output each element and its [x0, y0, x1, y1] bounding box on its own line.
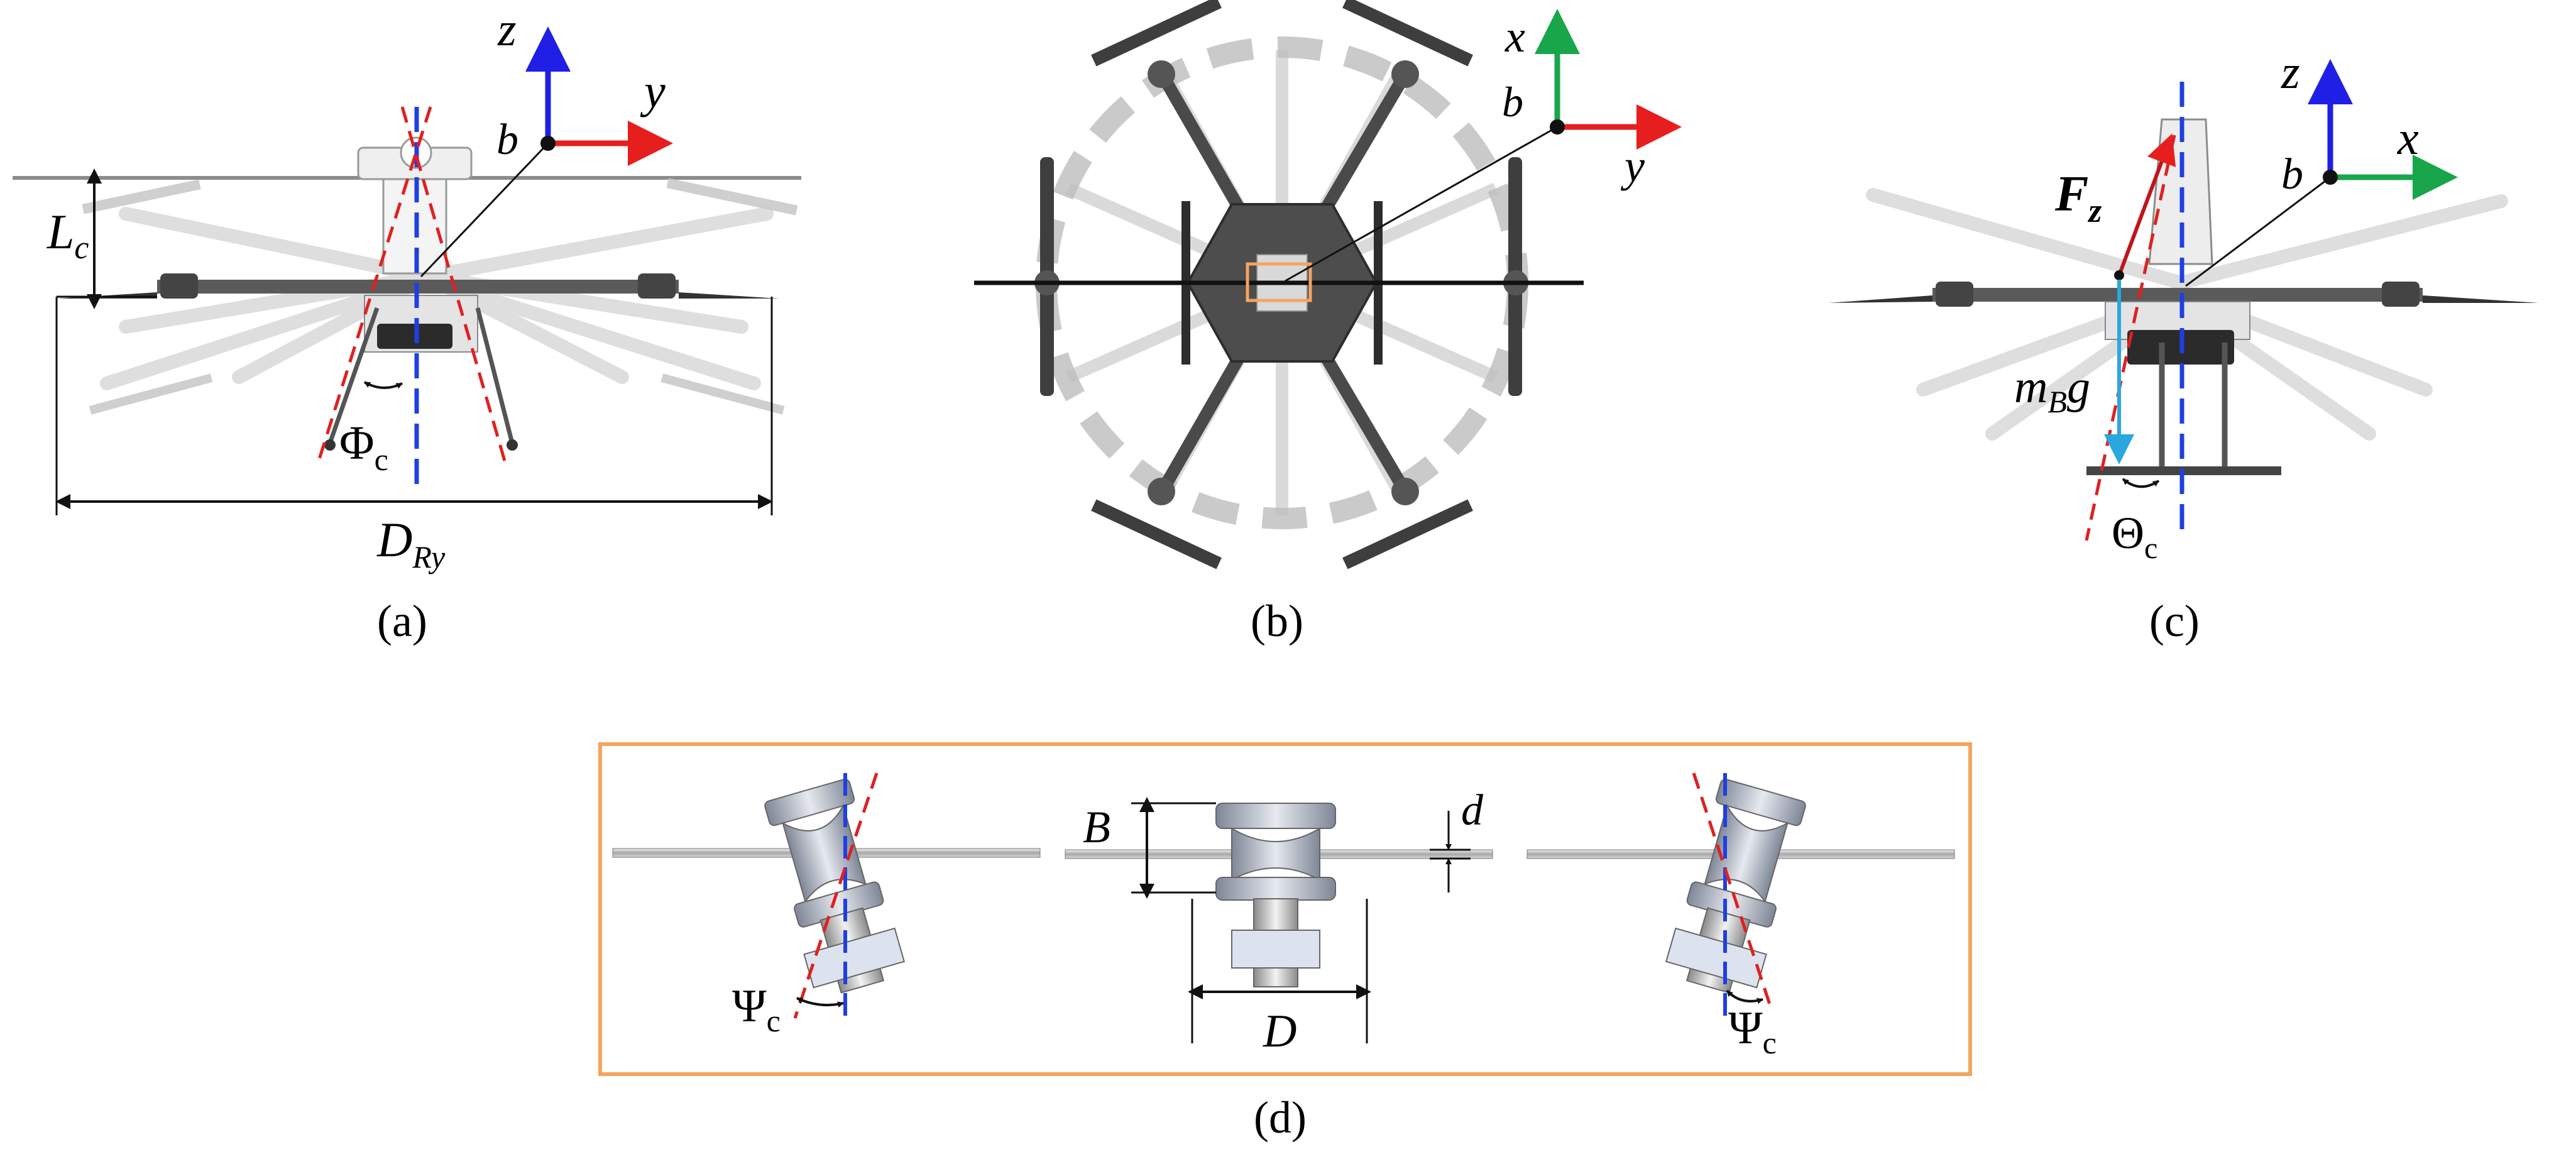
legs-c	[2159, 343, 2228, 471]
phi-label: Φc	[339, 417, 388, 477]
weight-label: mBg	[2014, 361, 2090, 419]
phi-angle-arc	[364, 381, 403, 390]
origin-leader-line-b	[1285, 126, 1558, 282]
gimbal-joint-right-icon	[1526, 772, 1955, 1018]
gimbal-joint-center-icon	[1065, 803, 1493, 987]
fz-force-arrow	[2117, 133, 2176, 277]
tilt-line-red-left	[315, 106, 432, 466]
z-axis-label: z	[497, 3, 517, 56]
caption-a: (a)	[377, 596, 427, 646]
motor-right	[638, 273, 676, 299]
origin-label-c: b	[2281, 150, 2303, 199]
fz-label: Fz	[2054, 167, 2102, 229]
caption-d: (d)	[1254, 1092, 1307, 1143]
propellers	[57, 292, 779, 299]
bigd-label: D	[1263, 1006, 1296, 1057]
panel-b: x y b (b)	[974, 0, 1682, 646]
caption-c: (c)	[2149, 596, 2200, 646]
origin-label-b: b	[1502, 78, 1523, 126]
panel-c: Fz mBg Θc z x b (c)	[1829, 46, 2539, 646]
origin-label: b	[496, 116, 518, 164]
main-arm-c	[1932, 288, 2423, 302]
psi-right-arc	[1726, 989, 1763, 1004]
panel-d: Ψc B d D	[598, 742, 1972, 1143]
motor-c-right	[2382, 282, 2420, 307]
z-axis-label-c: z	[2281, 46, 2300, 99]
motor-c-left	[1936, 282, 1973, 307]
tilt-line-red-c	[2085, 135, 2176, 541]
theta-label: Θc	[2112, 508, 2157, 565]
drone-front-view-icon	[13, 106, 801, 487]
propellers-c	[1829, 295, 2539, 303]
lc-label: Lc	[47, 204, 89, 266]
b-label: B	[1083, 802, 1110, 852]
detail-frame	[598, 742, 1972, 1076]
drone-side-view-icon	[1829, 82, 2539, 541]
psi-left-arc	[796, 997, 844, 1008]
panel-a: Lc Φc DRy z y b (a)	[13, 3, 801, 646]
dark-props	[1040, 0, 1522, 569]
motors-top	[1034, 60, 1528, 505]
ghost-arms	[100, 207, 774, 390]
psi-left-label: Ψc	[732, 980, 781, 1038]
drone-top-view-icon	[974, 0, 1584, 569]
landing-legs	[327, 307, 515, 444]
y-axis-label: y	[640, 65, 666, 118]
x-axis-label-c: x	[2397, 112, 2419, 165]
motor-left	[160, 273, 198, 299]
gimbal-joint-left-icon	[612, 772, 1041, 1024]
x-axis-label: x	[1504, 11, 1525, 62]
d-label: d	[1461, 786, 1484, 835]
caption-b: (b)	[1251, 596, 1303, 646]
psi-right-label: Ψc	[1728, 1002, 1777, 1060]
y-axis-label-b: y	[1620, 141, 1645, 191]
joint-highlight-box	[1246, 262, 1312, 302]
ghost-props	[82, 178, 798, 415]
theta-angle-arc	[2122, 478, 2160, 488]
tilt-line-red-right	[400, 106, 508, 466]
cg-dot	[2114, 270, 2124, 280]
origin-leader-line	[420, 142, 549, 278]
origin-leader-line-c	[2185, 176, 2331, 287]
dry-label: DRy	[376, 512, 446, 574]
